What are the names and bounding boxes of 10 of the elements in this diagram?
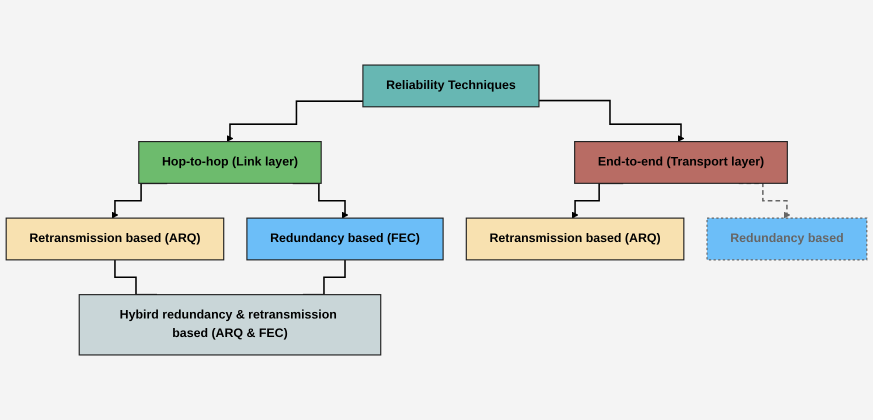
node-box: Retransmission based (ARQ) — [6, 218, 224, 260]
arrow — [226, 100, 363, 142]
node-box: Hop-to-hop (Link layer) — [138, 141, 322, 184]
node-box: Redundancy based — [706, 218, 868, 260]
node-box: Hybird redundancy & retransmission based (ARQ & FEC) — [78, 294, 382, 356]
node-box: Reliability Techniques — [362, 64, 540, 108]
node-box: End-to-end (Transport layer) — [574, 141, 788, 184]
arrow — [538, 100, 684, 142]
node-box: Retransmission based (ARQ) — [466, 218, 684, 260]
node-box: Redundancy based (FEC) — [246, 218, 444, 260]
